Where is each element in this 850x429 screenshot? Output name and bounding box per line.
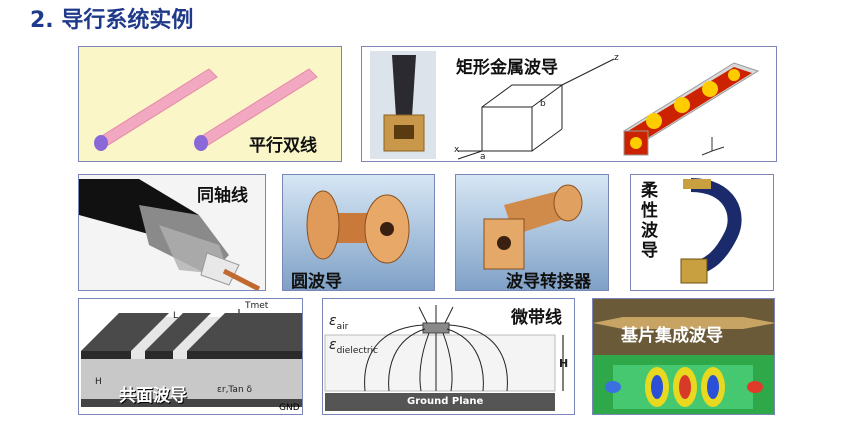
microstrip-label: 微带线 [511, 308, 562, 328]
coax-illustration [79, 175, 265, 290]
siw-illustration [593, 299, 774, 414]
waveguide-transition-label: 波导转接器 [506, 272, 591, 291]
panel-siw: 基片集成波导 [592, 298, 775, 415]
panel-rect-waveguide: 矩形金属波导 z b x a [361, 46, 777, 162]
panel-flexible-waveguide: 柔性波导 [630, 174, 774, 291]
circular-waveguide-label: 圆波导 [291, 272, 342, 291]
dim-h-label: H [559, 357, 569, 370]
axis-x-label: x [454, 145, 460, 155]
dim-a-label: a [480, 152, 486, 162]
epsilon-dielectric-label: εdielectric [329, 337, 378, 356]
coax-label: 同轴线 [197, 186, 248, 206]
dim-b-label: b [540, 99, 546, 109]
parallel-wire-illustration [94, 68, 318, 151]
panel-coax: 同轴线 [78, 174, 266, 291]
flexible-waveguide-label: 柔性波导 [641, 181, 658, 261]
coplanar-waveguide-label: 共面波导 [119, 386, 187, 406]
ground-plane-label: Ground Plane [407, 396, 484, 407]
rect-waveguide-illustration [370, 51, 760, 160]
dim-l-label: L [173, 311, 179, 321]
rect-waveguide-label: 矩形金属波导 [456, 58, 558, 78]
dim-tmet-label: Tmet [245, 301, 269, 311]
panel-waveguide-transition: 波导转接器 [455, 174, 609, 291]
panel-parallel-wire: 平行双线 [78, 46, 342, 162]
gnd-label: GND [279, 403, 300, 413]
panel-circular-waveguide: 圆波导 [282, 174, 435, 291]
siw-label: 基片集成波导 [621, 326, 723, 346]
waveguide-transition-illustration [456, 175, 608, 290]
coplanar-waveguide-illustration [81, 309, 302, 407]
panel-coplanar-waveguide: L Tmet H εr,Tan δ GND 共面波导 [78, 298, 303, 415]
microstrip-illustration [324, 305, 564, 411]
page-title: 2. 导行系统实例 [30, 8, 194, 33]
dim-h-label: H [95, 377, 102, 387]
panel-microstrip: εair εdielectric H Ground Plane 微带线 [322, 298, 575, 415]
axis-z-label: z [614, 53, 619, 63]
parallel-wire-label: 平行双线 [249, 136, 317, 156]
epsilon-air-label: εair [329, 313, 349, 332]
circular-waveguide-illustration [283, 175, 434, 290]
flexible-waveguide-illustration [680, 178, 742, 284]
epsilon-label: εr,Tan δ [217, 385, 253, 395]
